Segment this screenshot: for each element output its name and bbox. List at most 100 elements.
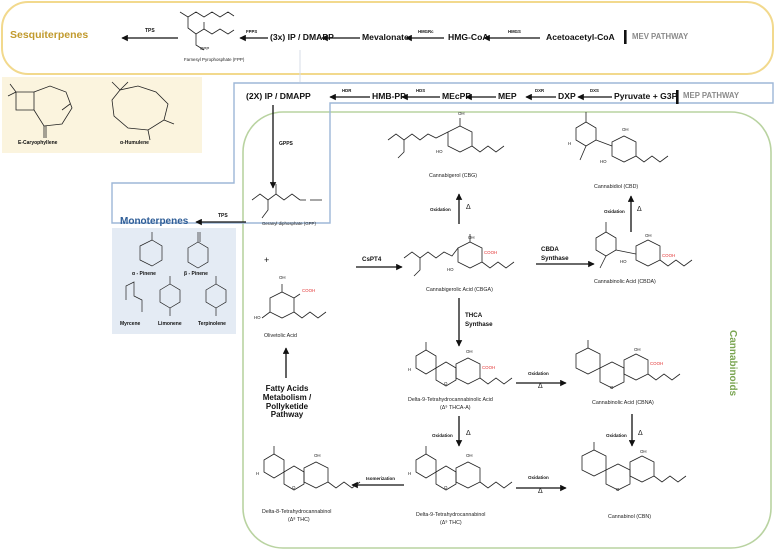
fpp-caption: Farnesyl Pyrophosphate (FPP) [184,57,245,62]
dxs-label: DXS [590,88,599,93]
mep-pathway-tag: MEP PATHWAY [683,91,740,100]
hdr-label: HDR [342,88,352,93]
mep-pathway-frame [111,82,774,224]
thc-oh: OH [466,453,473,458]
ipp3-node: (3x) IP / DMAPP [270,32,334,42]
cbn-caption: Cannabinol (CBN) [608,514,651,520]
cbd-h: H [568,141,572,146]
cbna-oxidation: Oxidation [528,371,549,376]
cbg-oh: OH [458,111,465,116]
hmbpp-node: HMB-PP [372,91,406,101]
cbn-oxidation-bottom: Oxidation [528,475,549,480]
sesquiterpene-structures-box [2,77,202,153]
cbna-structure [575,340,681,389]
cbna-delta: Δ [538,383,543,390]
olivetolic-oh: OH [279,275,286,280]
cbna-oh: OH [634,347,641,352]
acetoacetyl-coa-node: Acetoacetyl-CoA [546,32,615,42]
thca-synthase-line-2: Synthase [465,321,493,328]
cbd-delta: Δ [637,206,642,213]
cbda-ho: HO [620,259,627,264]
thca-caption-2: (Δ⁹ THCA-A) [440,405,471,411]
isomerization-label: Isomerization [366,476,396,481]
cbg-structure [387,118,505,159]
cbda-oh: OH [645,233,652,238]
thc-oxidation: Oxidation [432,433,453,438]
thca-h: H [408,367,412,372]
hmg-coa-node: HMG-CoA [448,32,489,42]
pyruvate-node: Pyruvate + G3P [614,91,678,101]
beta-pinene-caption: β - Pinene [184,271,208,277]
gpp-structure [251,184,322,219]
hmgs-label: HMGS [508,29,521,34]
humulene-caption: α-Humulene [120,140,149,146]
mevalonate-node: Mevalonate [362,32,409,42]
monoterpene-structures-box [112,228,236,334]
thc-structure [415,446,513,491]
cbg-ho: HO [436,149,443,154]
cbd-structure [575,112,669,163]
cbga-structure [403,234,515,277]
thca-caption-1: Delta-9-Tetrahydrocannabinolic Acid [408,397,493,403]
caryophyllene-caption: E-Caryophyllene [18,140,58,146]
fpp-structure [179,11,235,51]
cbna-cooh: COOH [650,361,664,366]
cbn-oxidation-top: Oxidation [606,433,627,438]
fatty-acids-line-1: Fatty Acids [265,384,309,393]
limonene-caption: Limonene [158,321,182,327]
cannabinoids-title: Cannabinoids [727,330,738,397]
thca-oh: OH [466,349,473,354]
mev-pathway-box [1,1,774,75]
gpps-label: GPPS [279,141,293,147]
myrcene-caption: Myrcene [120,321,141,327]
cbd-oh: OH [622,127,629,132]
hmgr-label: HMGRc [418,29,434,34]
ipp2-node: (2X) IP / DMAPP [246,91,311,101]
olivetolic-cooh: COOH [302,288,316,293]
cbd-ho: HO [600,159,607,164]
thc-o: O [444,485,448,490]
mev-pathway-tag: MEV PATHWAY [632,32,689,41]
mep-node: MEP [498,91,517,101]
gpp-caption: Geranyl diphosphate (GPP) [262,221,316,226]
d8-o: O [292,485,296,490]
olivetolic-caption: Olivetolic Acid [264,333,297,339]
sesquiterpenes-title: Sesquiterpenes [10,29,89,41]
opp-label: OPP [200,46,210,51]
tps-sesq-label: TPS [145,28,155,34]
thca-synthase-line-1: THCA [465,312,483,319]
cbd-caption: Cannabidiol (CBD) [594,184,639,190]
thca-structure [415,342,513,387]
thca-o: O [444,381,448,386]
cbga-caption: Cannabigerolic Acid (CBGA) [426,287,493,293]
fatty-acids-line-3: Pollyketide [265,401,309,411]
thc-caption-1: Delta-9-Tetrahydrocannabinol [416,512,486,518]
thca-cooh: COOH [482,365,496,370]
fpps-label: FPPS [246,29,258,34]
thc-h: H [408,471,412,476]
cbg-delta: Δ [466,204,471,211]
thc-caption-2: (Δ⁹ THC) [440,520,462,526]
olivetolic-acid-structure [261,284,327,319]
mecpp-node: MEcPP [442,91,472,101]
csprt4-label: CsPT4 [362,256,382,263]
cbga-cooh: COOH [484,250,498,255]
cbn-structure [581,442,687,491]
cbda-synthase-line-1: CBDA [541,246,559,253]
fatty-acids-line-4: Pathway [270,410,304,420]
mep-tag-bar [676,90,679,104]
d8-caption-1: Delta-8-Tetrahydrocannabinol [262,509,332,515]
cbna-caption: Cannabinolic Acid (CBNA) [592,400,654,406]
cbga-oh: OH [468,235,475,240]
caryophyllene-structure [7,83,73,138]
cbda-caption: Cannabinolic Acid (CBDA) [594,279,656,285]
olivetolic-ho: HO [254,315,261,320]
fatty-acids-label: Fatty Acids Metabolism / Pollyketide Pat… [255,384,319,420]
cbn-o: O [616,487,620,492]
cbna-o: O [610,385,614,390]
hds-label: HDS [416,88,426,93]
d8-h: H [256,471,260,476]
cbga-ho: HO [447,267,454,272]
